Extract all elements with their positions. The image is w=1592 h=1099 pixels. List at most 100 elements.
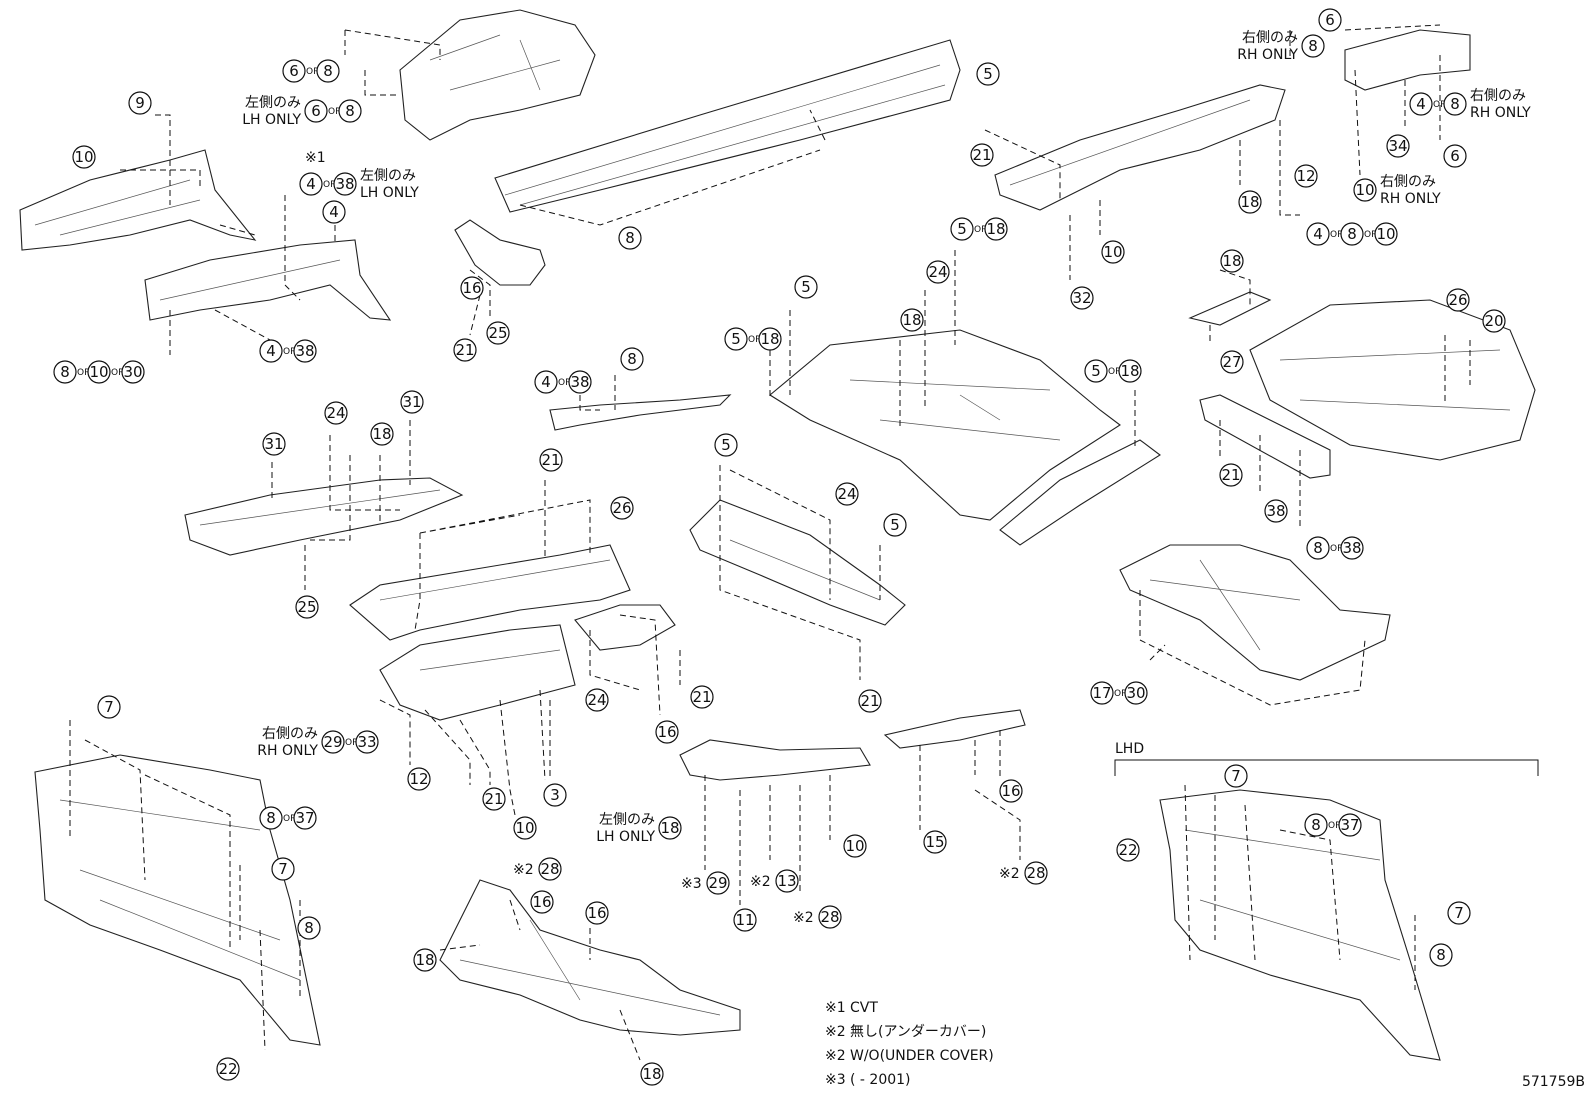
callout-c-16d: 16: [530, 890, 554, 914]
part-side-sill-rear: [883, 709, 1026, 749]
callout-number: 5: [983, 65, 993, 83]
callout-circle: [293, 806, 317, 830]
callout-c-16b: 16: [655, 720, 679, 744]
callout-circle: [883, 513, 907, 537]
callout-c-24a: 24: [926, 260, 950, 284]
callout-circle: [706, 871, 730, 895]
callout-c-6c: 6: [1443, 144, 1467, 168]
part-rocker-rail-upper: [494, 39, 961, 213]
callout-number: 10: [1376, 225, 1395, 243]
callout-circle: [316, 59, 340, 83]
callout-circle: [618, 226, 642, 250]
callout-note-en: RH ONLY: [257, 743, 318, 759]
callout-number: 5: [731, 330, 741, 348]
callout-circle: [714, 433, 738, 457]
callout-c-10d: 10: [513, 816, 537, 840]
callout-or: OR: [306, 67, 319, 77]
callout-circle: [970, 143, 994, 167]
callout-circle: [1318, 8, 1342, 32]
legend-mark-2: ※2: [825, 1024, 846, 1040]
callout-circle: [900, 308, 924, 332]
callout-number: 8: [266, 809, 276, 827]
callout-number: 25: [297, 598, 316, 616]
callout-c-21a: 21: [453, 338, 477, 362]
callout-c-18b: 18: [900, 308, 924, 332]
callout-circle: [794, 275, 818, 299]
callout-circle: [690, 685, 714, 709]
callout-circle: [543, 783, 567, 807]
callout-number: 25: [488, 324, 507, 342]
callout-circle: [271, 857, 295, 881]
callout-number: 18: [902, 311, 921, 329]
part-center-floor-rail: [689, 499, 906, 626]
callout-circle: [1386, 134, 1410, 158]
callout-circle: [539, 448, 563, 472]
part-front-suspension-member: [439, 879, 741, 1036]
callout-number: 5: [721, 436, 731, 454]
callout-circle: [724, 327, 748, 351]
callout-circle: [72, 145, 96, 169]
callout-circle: [513, 816, 537, 840]
callout-or: OR: [974, 225, 987, 235]
callout-circle: [259, 806, 283, 830]
callout-number: 30: [1126, 684, 1145, 702]
callout-number: 6: [289, 62, 299, 80]
callout-number: 20: [1484, 312, 1503, 330]
callout-number: 33: [357, 733, 376, 751]
callout-circle: [1338, 813, 1362, 837]
callout-number: 5: [957, 220, 967, 238]
callout-circle: [324, 401, 348, 425]
callout-circle: [97, 695, 121, 719]
callout-number: 31: [264, 435, 283, 453]
callout-c-18e: 18: [413, 948, 437, 972]
callout-c-32: 32: [1070, 286, 1094, 310]
callout-number: 24: [587, 691, 606, 709]
callout-number: 29: [323, 733, 342, 751]
callout-number: 38: [1342, 539, 1361, 557]
callout-circle: [640, 1062, 664, 1086]
part-rocker-bracket: [574, 604, 676, 651]
callout-number: 8: [1308, 37, 1318, 55]
callout-c-20: 20: [1482, 309, 1506, 333]
callout-number: 4: [541, 373, 551, 391]
callout-c-8d: 8: [1429, 943, 1453, 967]
callout-c-8b: 8: [620, 347, 644, 371]
callout-c-16e: 16: [585, 901, 609, 925]
callout-c-27: 27: [1220, 350, 1244, 374]
callout-circle: [926, 260, 950, 284]
part-floor-side-left: [184, 477, 464, 556]
callout-number: 38: [570, 373, 589, 391]
callout-c-25a: 25: [486, 321, 510, 345]
callout-number: 26: [1448, 291, 1467, 309]
callout-circle: [1101, 240, 1125, 264]
part-rear-suspension-member: [1119, 544, 1391, 681]
callout-c-18a: 18: [1238, 190, 1262, 214]
callout-c-24c: 24: [835, 482, 859, 506]
part-dash-panel-left: [34, 754, 321, 1046]
callout-or: OR: [283, 814, 296, 824]
callout-circle: [1340, 222, 1364, 246]
callout-c-18d: 18: [370, 422, 394, 446]
callout-number: 22: [218, 1060, 237, 1078]
callout-circle: [1447, 901, 1471, 925]
callout-circle: [1306, 222, 1330, 246]
callout-number: 28: [540, 860, 559, 878]
callout-circle: [950, 217, 974, 241]
callout-c-31b: 31: [400, 390, 424, 414]
callout-circle: [53, 360, 77, 384]
callout-note-en: RH ONLY: [1470, 105, 1531, 121]
callout-circle: [818, 905, 842, 929]
callout-circle: [321, 730, 345, 754]
part-dash-panel-lhd: [1159, 789, 1441, 1061]
callout-circle: [259, 339, 283, 363]
callout-circle: [1224, 764, 1248, 788]
